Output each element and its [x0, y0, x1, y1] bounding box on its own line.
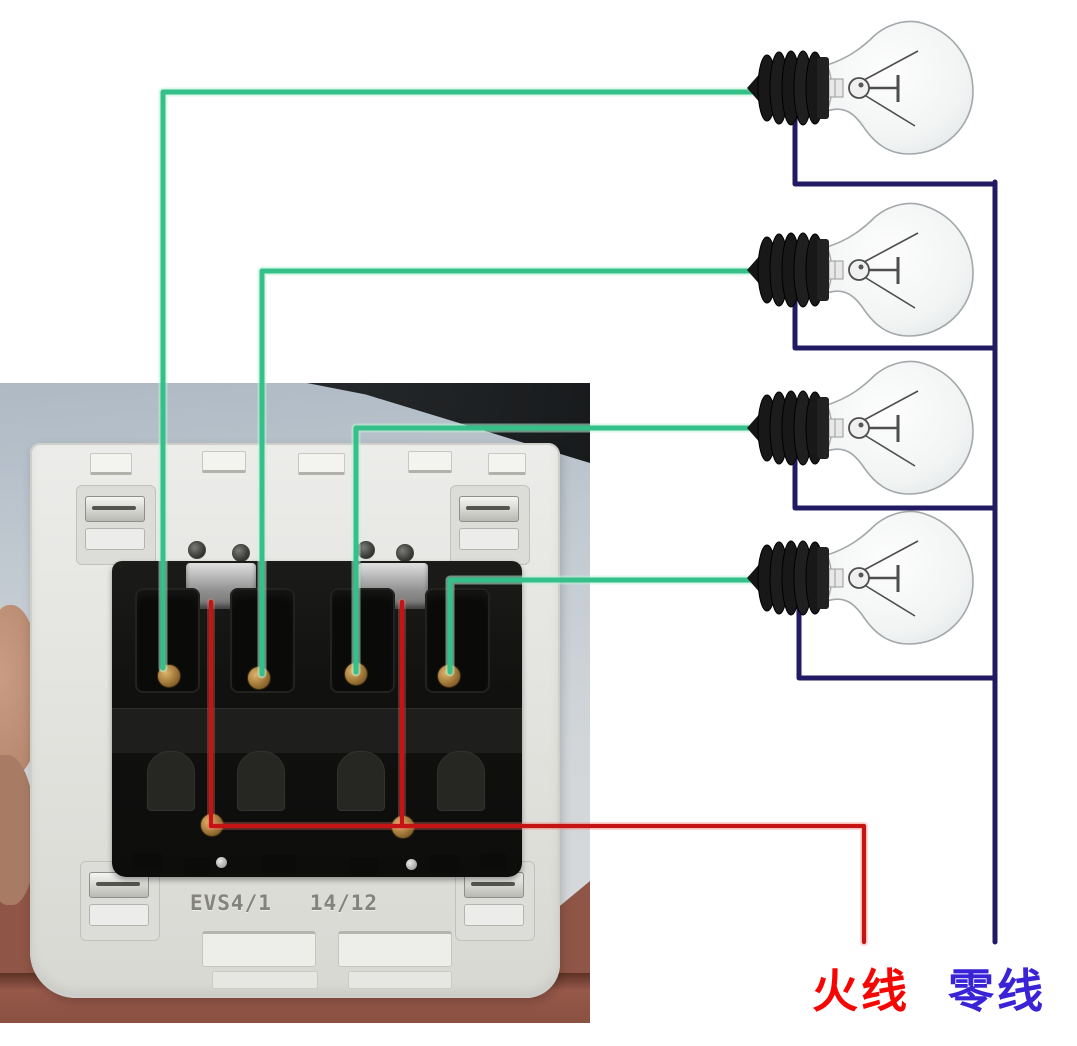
screw-recess: [464, 904, 524, 926]
neutral-wire-bulb-4: [796, 595, 998, 681]
neutral-wire-label: 零线: [948, 964, 1046, 1018]
screw-recess: [459, 528, 519, 550]
mechanism-foot: [184, 857, 210, 875]
plate-vent: [202, 451, 246, 473]
neutral-wires: [792, 109, 998, 945]
switch-photo: EVS4/1 14/12: [0, 383, 590, 1023]
mechanism-midband: [112, 708, 522, 753]
brass-common-terminal-1: [200, 813, 224, 837]
mechanism-foot: [350, 857, 378, 875]
lower-bay-2: [237, 751, 285, 811]
screw-slot-line: [471, 882, 515, 886]
plate-tray: [348, 971, 452, 989]
plate-tray: [202, 931, 316, 967]
brass-terminal-3: [344, 662, 368, 686]
lower-bay-1: [147, 751, 195, 811]
live-wire-label: 火线: [812, 964, 910, 1018]
screw-slot-line: [466, 506, 510, 510]
metal-tip: [216, 857, 227, 868]
screw-metal: [459, 496, 519, 522]
terminal-screw-icon: [357, 541, 375, 559]
terminal-screw-icon: [232, 544, 250, 562]
brass-terminal-4: [437, 664, 461, 688]
neutral-wire-bulb-3: [792, 447, 998, 511]
neutral-wire-bulb-1: [792, 109, 998, 187]
mechanism-foot: [262, 855, 296, 873]
light-bulb-1: [745, 20, 975, 156]
brass-common-terminal-2: [391, 815, 415, 839]
plate-tray: [212, 971, 318, 989]
screw-metal: [85, 496, 145, 522]
plate-tray: [338, 931, 452, 967]
switch-mechanism: [112, 561, 522, 877]
switch-model-text: EVS4/1 14/12: [190, 891, 378, 915]
terminal-screw-icon: [396, 544, 414, 562]
terminal-screw-icon: [188, 541, 206, 559]
switch-date-code: 14/12: [309, 891, 379, 915]
mechanism-foot: [132, 853, 162, 871]
mounting-screw-slot: [76, 485, 156, 565]
screw-recess: [89, 904, 149, 926]
screw-slot-line: [92, 506, 136, 510]
plate-vent: [408, 451, 452, 473]
plate-vent: [488, 453, 526, 475]
mounting-screw-slot: [450, 485, 530, 565]
screw-recess: [85, 528, 145, 550]
switch-model: EVS4/1: [190, 891, 272, 915]
mechanism-foot: [480, 853, 506, 871]
brass-terminal-1: [157, 664, 181, 688]
neutral-wire-bulb-2: [792, 289, 998, 351]
brass-terminal-2: [247, 666, 271, 690]
lower-bay-3: [337, 751, 385, 811]
light-bulb-4: [745, 510, 975, 646]
metal-tip: [406, 859, 417, 870]
plate-vent: [298, 453, 345, 475]
lower-bay-4: [437, 751, 485, 811]
light-bulb-2: [745, 202, 975, 338]
screw-slot-line: [96, 882, 140, 886]
mechanism-foot: [430, 855, 460, 873]
plate-vent: [90, 453, 132, 475]
light-bulb-3: [745, 360, 975, 496]
